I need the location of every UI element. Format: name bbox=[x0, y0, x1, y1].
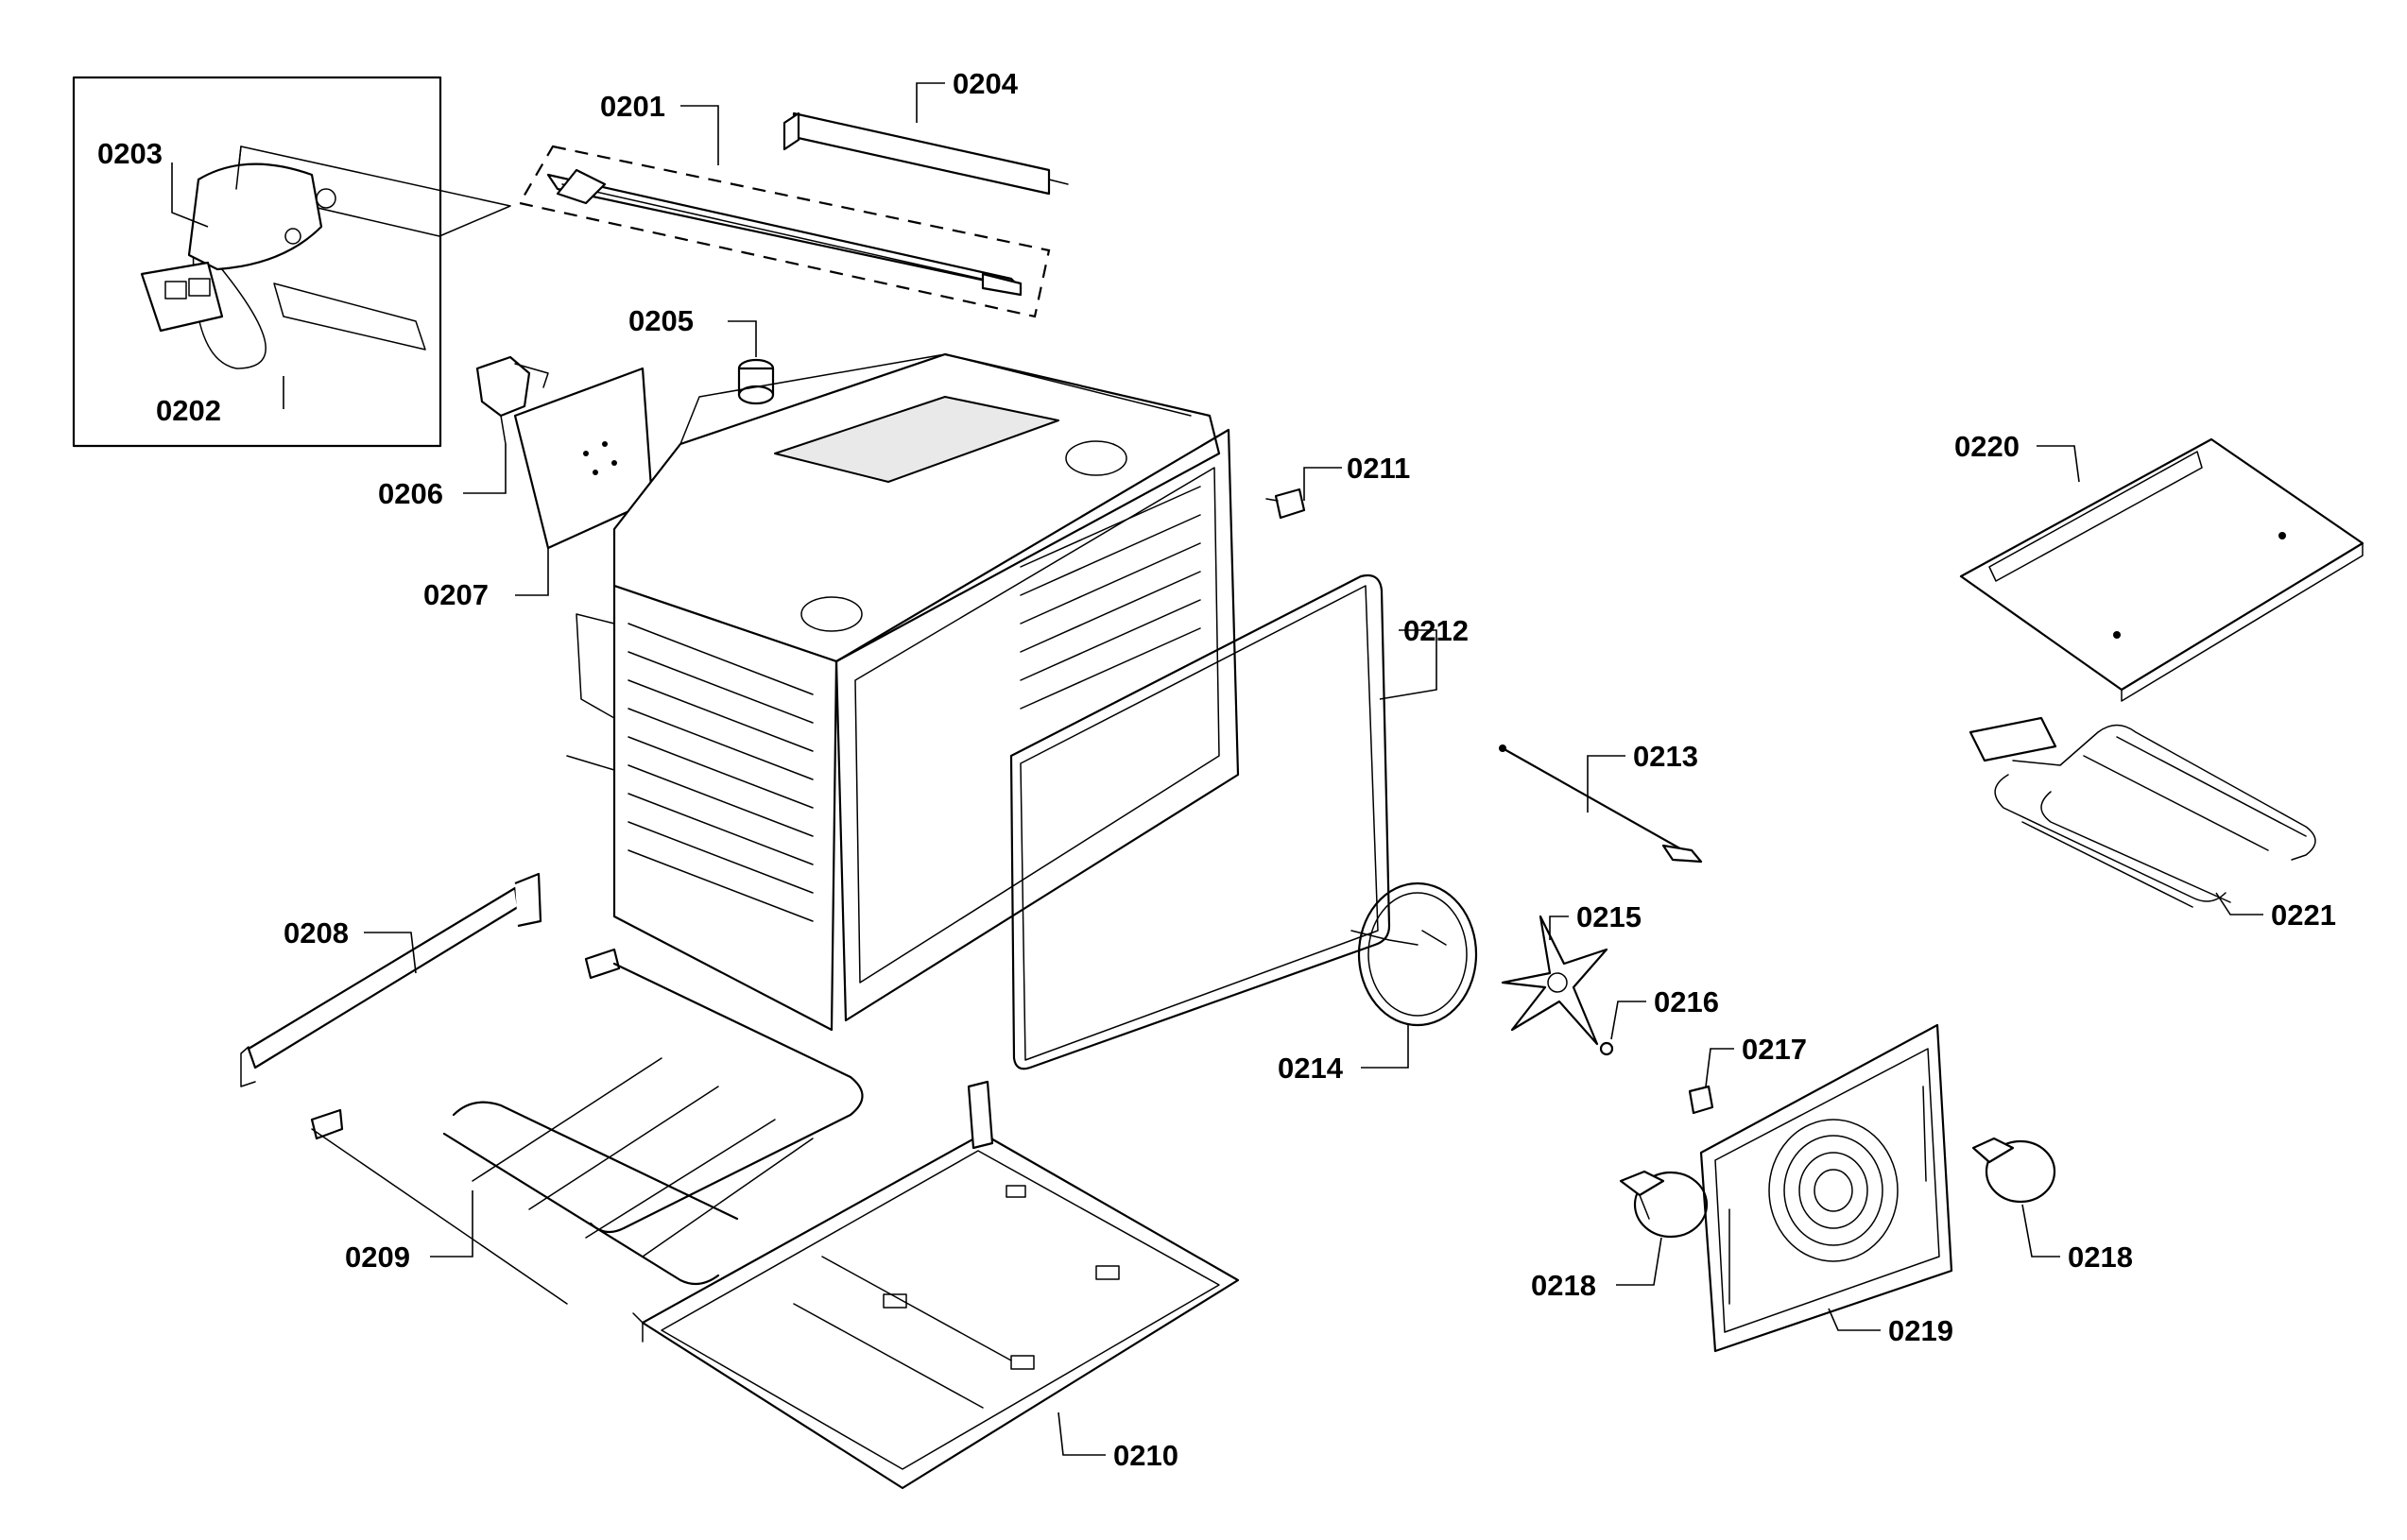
sensor-knob bbox=[737, 358, 775, 405]
label-0218-right: 0218 bbox=[2068, 1241, 2133, 1274]
oven-lamp-left bbox=[1619, 1170, 1709, 1239]
label-0207: 0207 bbox=[423, 578, 489, 611]
label-0202: 0202 bbox=[156, 394, 221, 427]
label-0217: 0217 bbox=[1742, 1033, 1807, 1066]
bottom-cover-plate bbox=[1959, 437, 2364, 702]
callout-leaders bbox=[171, 82, 2263, 1456]
label-0213: 0213 bbox=[1633, 740, 1698, 773]
label-0205: 0205 bbox=[628, 304, 694, 337]
thermostat-bracket bbox=[475, 355, 549, 445]
bake-element bbox=[310, 948, 864, 1305]
cavity-bottom-tray bbox=[632, 1080, 1240, 1490]
convection-ring-element bbox=[1350, 881, 1478, 1027]
label-0203: 0203 bbox=[97, 137, 163, 170]
label-0214: 0214 bbox=[1278, 1052, 1344, 1085]
oven-cavity bbox=[566, 352, 1240, 1032]
label-0201: 0201 bbox=[600, 90, 665, 123]
label-0220: 0220 bbox=[1954, 430, 2020, 463]
label-0218-left: 0218 bbox=[1531, 1269, 1596, 1302]
label-0212: 0212 bbox=[1403, 614, 1469, 647]
motor-inset bbox=[72, 76, 511, 448]
label-0210: 0210 bbox=[1113, 1439, 1178, 1472]
broil-element bbox=[1969, 716, 2316, 908]
label-0208: 0208 bbox=[284, 916, 349, 950]
door-gasket bbox=[1009, 573, 1391, 1070]
label-0221: 0221 bbox=[2271, 898, 2336, 932]
label-0216: 0216 bbox=[1654, 985, 1719, 1018]
top-heating-element-group bbox=[518, 145, 1051, 318]
probe-rod bbox=[1499, 744, 1703, 864]
label-0211: 0211 bbox=[1347, 452, 1410, 485]
connector-plug bbox=[1265, 488, 1306, 520]
oven-lamp-right bbox=[1971, 1137, 2056, 1204]
fan-nut bbox=[1599, 1041, 1614, 1056]
fan-blade bbox=[1501, 915, 1608, 1046]
label-0206: 0206 bbox=[378, 477, 443, 510]
side-rail bbox=[240, 872, 542, 1087]
lamp-cover-cap bbox=[1688, 1085, 1714, 1115]
rear-fan-panel bbox=[1699, 1023, 1953, 1353]
label-0204: 0204 bbox=[953, 67, 1019, 100]
top-cover-strip bbox=[782, 111, 1069, 196]
label-0209: 0209 bbox=[345, 1241, 410, 1274]
label-0219: 0219 bbox=[1888, 1314, 1953, 1347]
label-0215: 0215 bbox=[1576, 900, 1642, 933]
